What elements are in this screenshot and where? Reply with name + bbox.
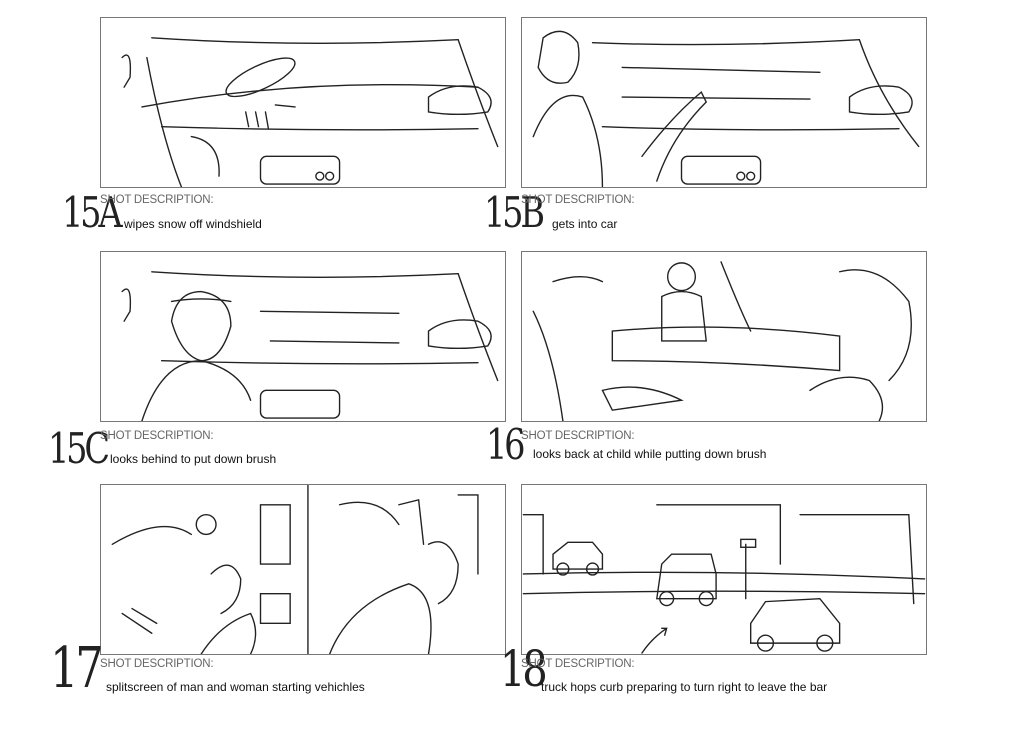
shot-description-label: SHOT DESCRIPTION:	[521, 194, 635, 206]
shot-number-15b: 15B	[484, 188, 545, 237]
shot-description-17: splitscreen of man and woman starting ve…	[106, 680, 365, 694]
shot-description-label: SHOT DESCRIPTION:	[100, 658, 214, 670]
shot-description-16: looks back at child while putting down b…	[533, 447, 767, 461]
sketch-looks-behind	[121, 271, 499, 421]
shot-number-15c: 15C	[48, 424, 110, 473]
shot-description-15a: wipes snow off windshield	[124, 217, 262, 231]
shot-number-17: 17	[50, 636, 104, 701]
shot-description-label: SHOT DESCRIPTION:	[521, 430, 635, 442]
shot-description-15b: gets into car	[552, 217, 618, 231]
sketch-looks-back-at-child	[532, 261, 912, 421]
shot-description-label: SHOT DESCRIPTION:	[100, 194, 214, 206]
shot-number-16: 16	[486, 420, 526, 469]
shot-description-label: SHOT DESCRIPTION:	[521, 658, 635, 670]
storyboard-panel-15b	[521, 17, 927, 188]
shot-description-18: truck hops curb preparing to turn right …	[541, 680, 828, 694]
storyboard-panel-18	[521, 484, 927, 655]
shot-description-label: SHOT DESCRIPTION:	[100, 430, 214, 442]
storyboard-panel-16	[521, 251, 927, 422]
sketch-windshield-wipe	[121, 37, 499, 187]
sketch-truck-hops-curb	[522, 504, 926, 654]
storyboard-panel-15a	[100, 17, 506, 188]
storyboard-panel-17	[100, 484, 506, 655]
shot-description-15c: looks behind to put down brush	[110, 452, 277, 466]
shot-number-15a: 15A	[62, 188, 123, 237]
storyboard-panel-15c	[100, 251, 506, 422]
sketch-gets-into-car	[532, 30, 920, 187]
shot-number-18: 18	[500, 640, 548, 698]
sketch-splitscreen-starting-vehicles	[111, 485, 479, 654]
